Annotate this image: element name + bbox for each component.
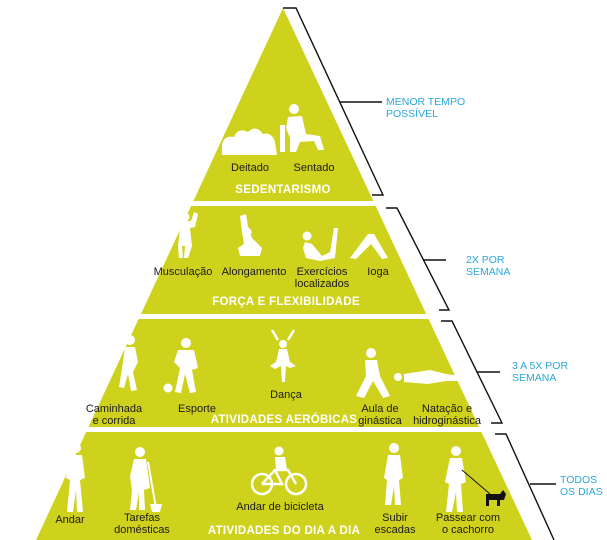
frequency-label-level-4: TODOS OS DIAS <box>560 474 603 498</box>
activity-label-andar-bicicleta: Andar de bicicleta <box>236 501 324 513</box>
activity-label-musculacao: Musculação <box>153 266 213 278</box>
level-title-forca-flexibilidade: FORÇA E FLEXIBILIDADE <box>212 296 360 308</box>
activity-label-natacao-hidroginastica: Natação e hidroginástica <box>413 403 481 427</box>
frequency-label-level-1: MENOR TEMPO POSSÍVEL <box>386 96 466 120</box>
weightlifting-icon <box>172 212 198 258</box>
activity-label-sentado: Sentado <box>293 162 335 174</box>
activity-label-tarefas-domesticas: Tarefas domésticas <box>114 512 170 536</box>
gym-class-icon <box>356 348 390 398</box>
activity-label-passear-cachorro: Passear com o cachorro <box>435 512 501 536</box>
stairs-climber-icon <box>384 443 403 505</box>
bracket-level-2 <box>386 207 451 311</box>
lying-person-icon <box>222 128 277 155</box>
activity-label-exercicios-localizados: Exercícios localizados <box>294 266 350 290</box>
stretching-icon <box>238 214 262 256</box>
cyclist-icon <box>250 446 308 496</box>
activity-label-alongamento: Alongamento <box>221 266 287 278</box>
activity-label-andar: Andar <box>55 514 85 526</box>
bracket-level-1 <box>283 7 385 196</box>
activity-label-deitado: Deitado <box>231 162 269 174</box>
activity-label-aula-ginastica: Aula de ginástica <box>358 403 402 427</box>
activity-label-subir-escadas: Subir escadas <box>374 512 416 536</box>
level-title-atividades-dia-a-dia: ATIVIDADES DO DIA A DIA <box>207 525 361 537</box>
ballet-dancer-icon <box>270 329 296 382</box>
level-title-sedentarismo: SEDENTARISMO <box>235 184 331 196</box>
yoga-icon <box>350 234 388 259</box>
sitting-person-icon <box>280 104 324 152</box>
walking-icon <box>66 443 85 512</box>
running-icon <box>119 335 138 391</box>
level-title-atividades-aerobicas: ATIVIDADES AERÓBICAS <box>210 414 358 426</box>
activity-label-ioga: Ioga <box>367 266 389 278</box>
bracket-level-4 <box>495 433 555 540</box>
dog-walker-icon <box>445 446 506 512</box>
separator-2 <box>0 314 607 319</box>
swimming-icon <box>394 370 470 384</box>
separator-1 <box>0 201 607 206</box>
frequency-label-level-2: 2X POR SEMANA <box>466 254 511 278</box>
separator-3 <box>0 427 607 432</box>
soccer-player-icon <box>163 338 198 393</box>
activity-label-danca: Dança <box>270 389 302 401</box>
sweeping-icon <box>130 447 162 512</box>
situp-icon <box>302 228 338 261</box>
frequency-label-level-3: 3 A 5X POR SEMANA <box>512 360 569 384</box>
activity-label-caminhada-corrida: Caminhada e corrida <box>85 403 143 427</box>
activity-label-esporte: Esporte <box>178 403 216 415</box>
pyramid-body <box>36 8 532 540</box>
